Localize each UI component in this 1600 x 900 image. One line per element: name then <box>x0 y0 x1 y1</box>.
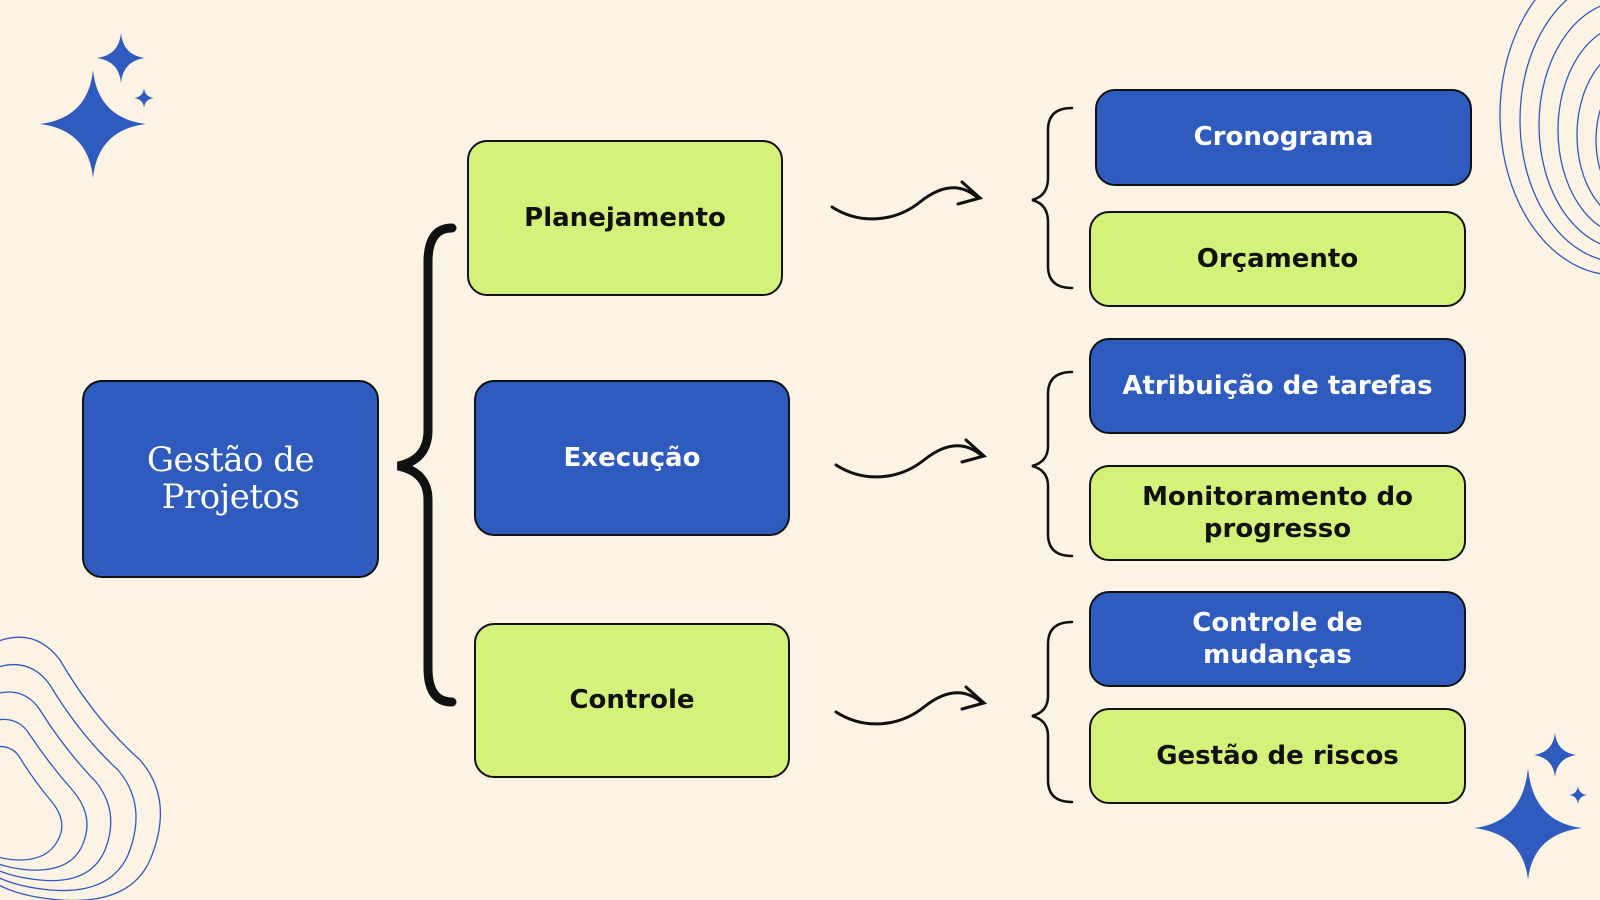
subtopic-node-monitoramento-do-progresso: Monitoramento do progresso <box>1089 465 1466 561</box>
sparkle-icon <box>40 33 154 178</box>
wavy-arrow-icon <box>834 438 988 479</box>
subtopic-node-cronograma: Cronograma <box>1095 89 1472 186</box>
sparkle-icon <box>1474 733 1587 880</box>
wavy-arrow-icon <box>830 180 984 221</box>
subtopic-node-controle-de-mudancas: Controle de mudanças <box>1089 591 1466 687</box>
curly-brace-icon <box>396 223 457 707</box>
root-node: Gestão de Projetos <box>82 380 379 578</box>
subtopic-node-gestao-de-riscos: Gestão de riscos <box>1089 708 1466 804</box>
phase-node-execucao: Execução <box>474 380 790 536</box>
wavy-arrow-icon <box>834 685 988 726</box>
phase-node-controle: Controle <box>474 623 790 778</box>
subtopic-node-atribuicao-de-tarefas: Atribuição de tarefas <box>1089 338 1466 434</box>
subtopic-node-orcamento: Orçamento <box>1089 211 1466 307</box>
curly-brace-icon <box>1031 106 1074 804</box>
contour-lines-icon <box>1499 0 1600 275</box>
contour-lines-icon <box>0 636 161 900</box>
phase-node-planejamento: Planejamento <box>467 140 783 296</box>
